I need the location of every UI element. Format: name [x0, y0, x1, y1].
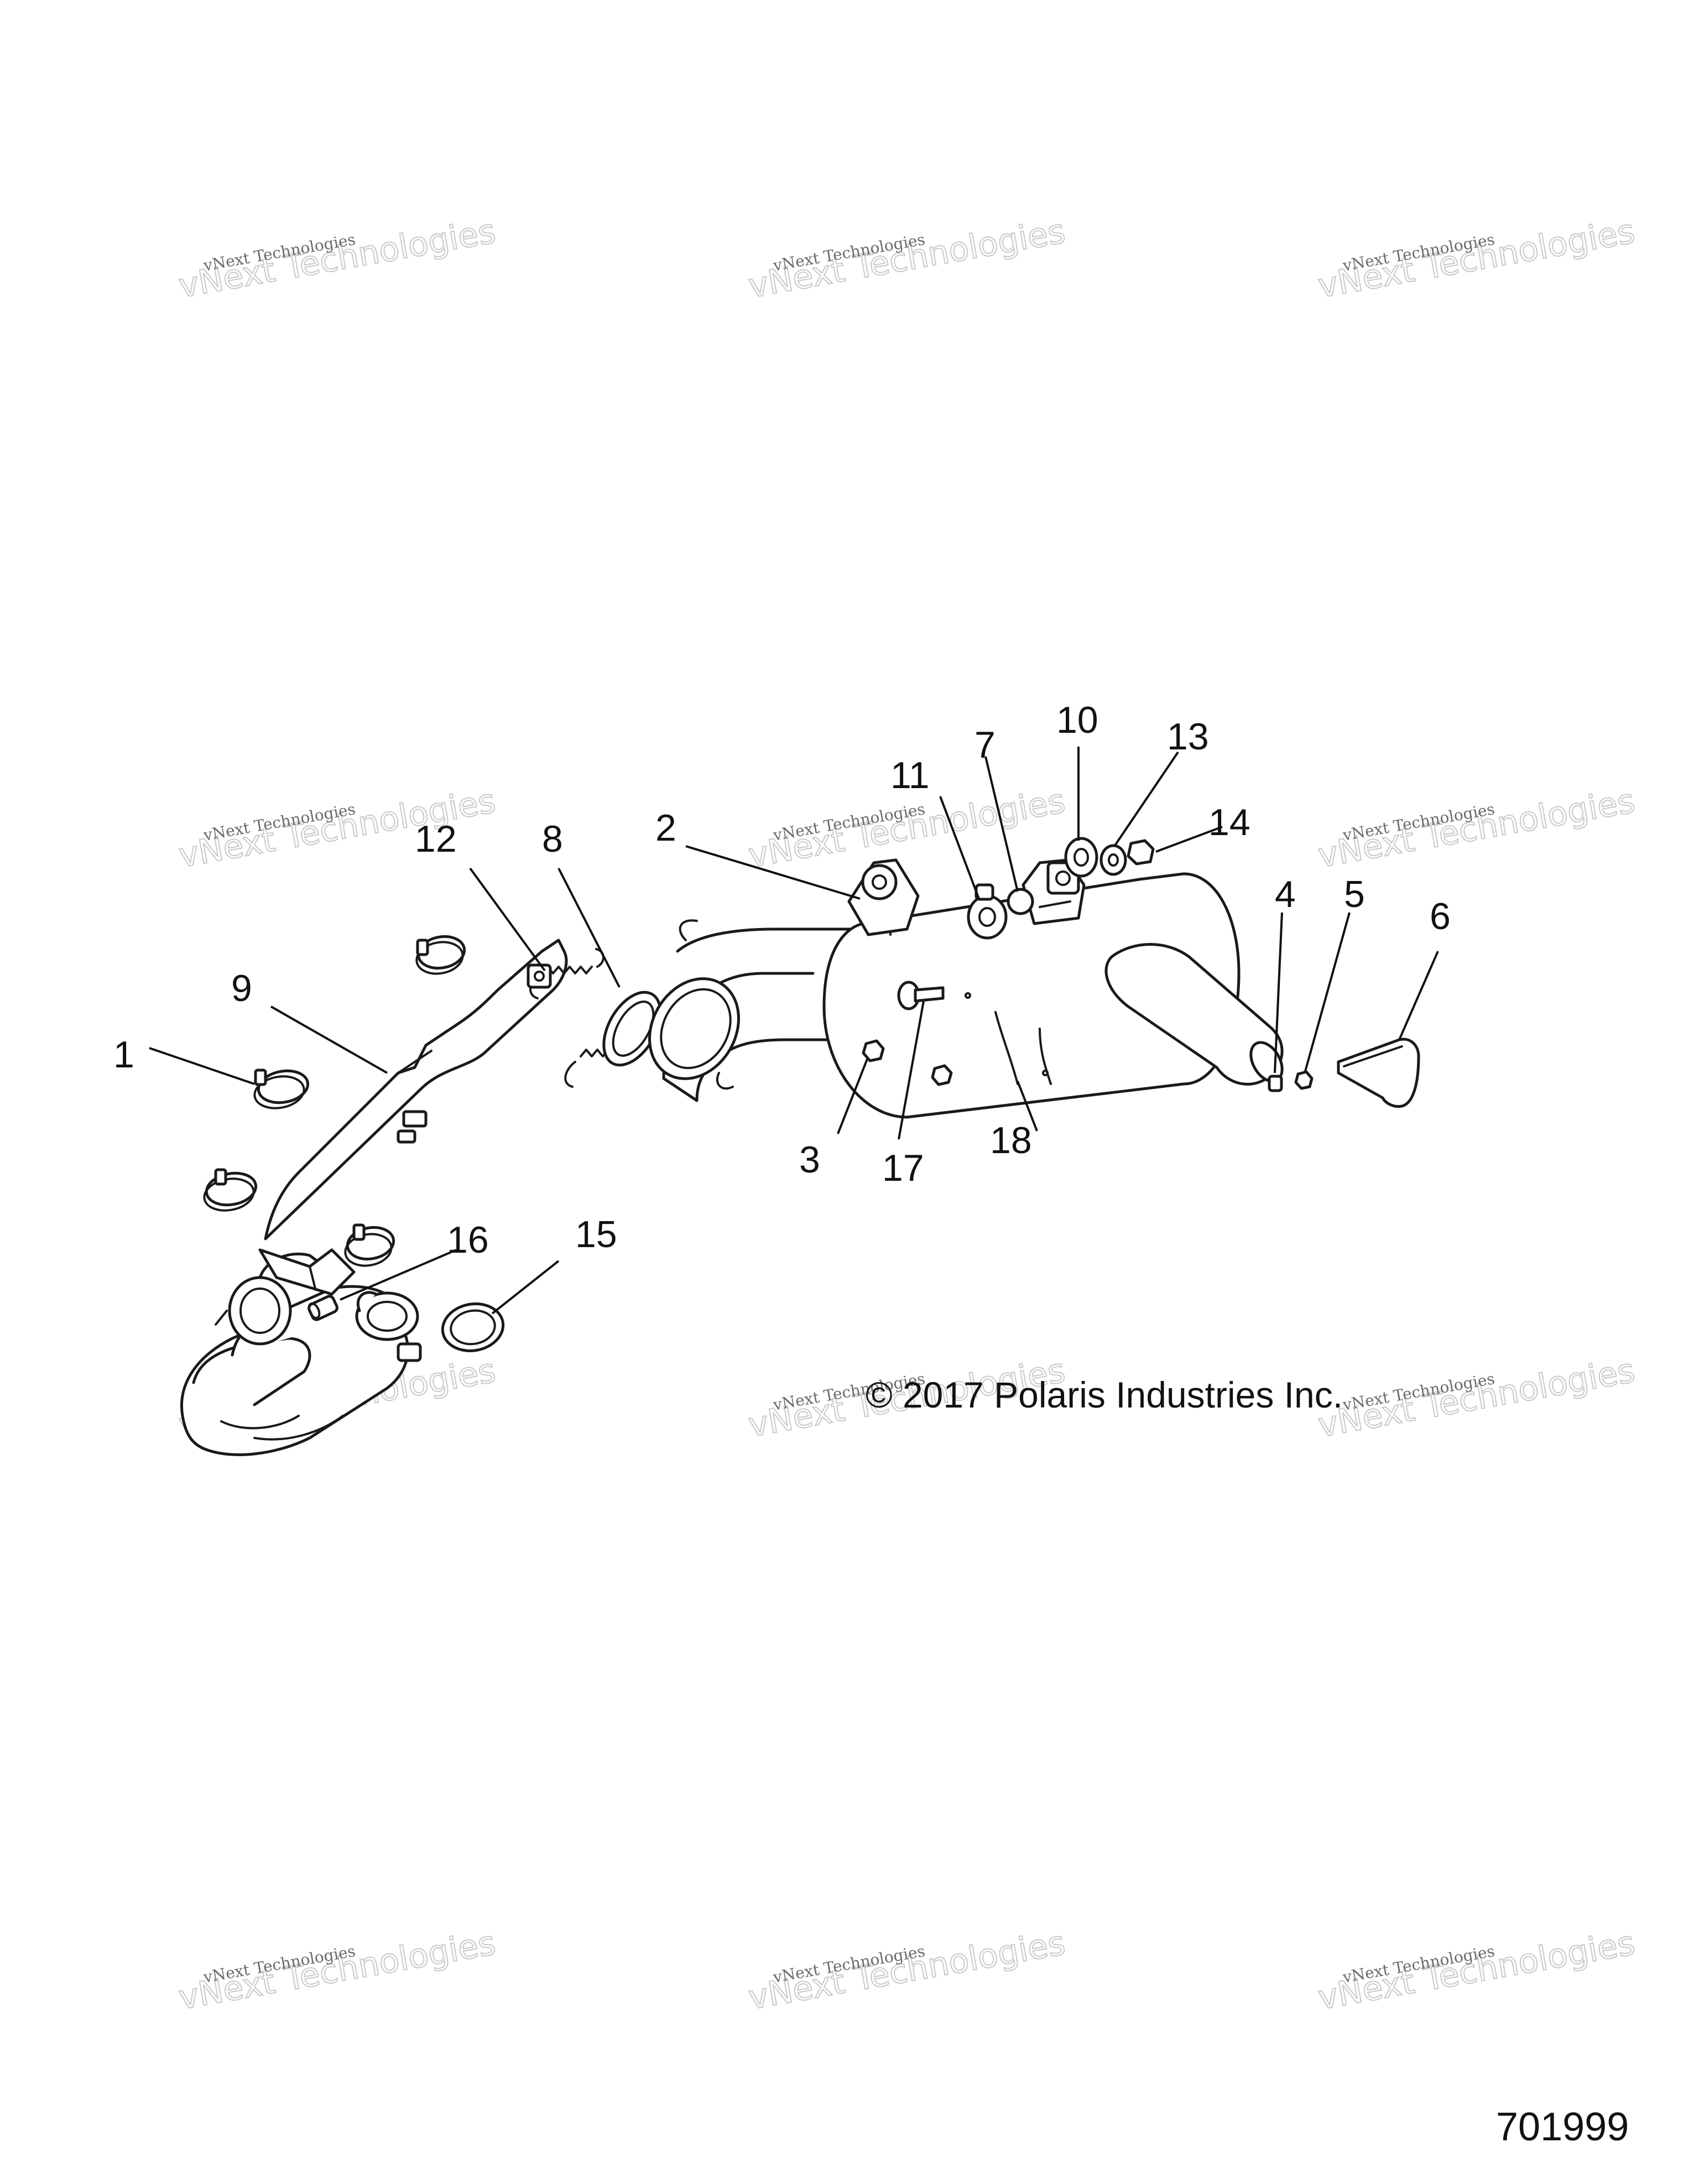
- leader-line-6: [1398, 951, 1439, 1040]
- mounting-bolt: [897, 981, 945, 1010]
- clamp: [415, 935, 466, 975]
- watermark: vNext Technologies vNext Technologies: [745, 1923, 1069, 2018]
- callout-labels: 1 2 3 4 5 6 7 8 9 10 11 12 13 14 15 16 1…: [113, 699, 1451, 1261]
- gasket: [441, 1302, 505, 1352]
- callout-9: 9: [231, 967, 252, 1009]
- washer: [1099, 844, 1127, 876]
- muffler-assembly: [648, 858, 1284, 1119]
- callout-5: 5: [1344, 873, 1365, 915]
- watermark: vNext Technologies vNext Technologies: [1315, 781, 1638, 876]
- watermark: vNext Technologies vNext Technologies: [175, 211, 499, 306]
- callout-18: 18: [990, 1119, 1032, 1161]
- watermark: vNext Technologies vNext Technologies: [1315, 1351, 1638, 1446]
- parts-layer: [180, 837, 1420, 1456]
- clamp: [203, 1168, 258, 1212]
- watermark: vNext Technologies vNext Technologies: [1315, 211, 1638, 306]
- leader-line-5: [1304, 912, 1351, 1072]
- leader-line-1: [149, 1047, 255, 1085]
- callout-3: 3: [799, 1139, 820, 1181]
- callout-13: 13: [1167, 716, 1209, 758]
- lock-nut: [1294, 1070, 1314, 1090]
- callout-1: 1: [113, 1034, 134, 1076]
- leader-line-15: [491, 1260, 560, 1315]
- spring-bracket: [527, 963, 552, 989]
- header-inlet-port: [228, 1276, 292, 1346]
- flange-nut: [1127, 839, 1155, 866]
- bolt: [308, 1295, 338, 1321]
- leader-line-9: [270, 1005, 388, 1074]
- leader-line-4: [1274, 912, 1283, 1073]
- leader-line-16: [340, 1249, 457, 1301]
- hex-nut: [931, 1064, 953, 1086]
- callout-6: 6: [1430, 895, 1451, 937]
- leader-line-14: [1155, 826, 1223, 853]
- spacer: [1007, 888, 1034, 915]
- callout-12: 12: [415, 818, 457, 860]
- leader-line-3: [837, 1059, 868, 1134]
- isolator: [1064, 837, 1098, 878]
- screw: [1268, 1075, 1283, 1092]
- clamp: [253, 1068, 310, 1109]
- heat-shield: [258, 939, 568, 1296]
- callout-4: 4: [1275, 873, 1296, 915]
- grommet: [967, 894, 1008, 940]
- watermark: vNext Technologies vNext Technologies: [745, 211, 1069, 306]
- exhaust-tip: [1337, 1038, 1420, 1108]
- leader-line-8: [557, 868, 621, 988]
- callout-17: 17: [882, 1147, 924, 1189]
- callout-8: 8: [542, 818, 563, 860]
- callout-16: 16: [447, 1219, 489, 1261]
- hex-nut: [862, 1039, 885, 1062]
- watermark: vNext Technologies vNext Technologies: [1315, 1923, 1638, 2018]
- leader-line-11: [939, 796, 980, 899]
- leader-line-2: [685, 845, 861, 900]
- callout-7: 7: [974, 724, 996, 766]
- leader-line-12: [469, 867, 546, 972]
- callout-14: 14: [1208, 801, 1250, 843]
- leader-line-18: [1017, 1081, 1038, 1132]
- leader-line-17: [898, 1000, 925, 1140]
- clamp: [344, 1223, 395, 1267]
- callout-10: 10: [1056, 699, 1098, 741]
- leader-line-7: [984, 756, 1019, 892]
- leader-line-13: [1113, 751, 1179, 847]
- copyright-notice: © 2017 Polaris Industries Inc.: [866, 1374, 1343, 1415]
- callout-15: 15: [575, 1213, 617, 1255]
- watermark: vNext Technologies vNext Technologies: [175, 1923, 499, 2018]
- callout-2: 2: [655, 807, 676, 849]
- header-outlet-port: [355, 1291, 419, 1341]
- document-number: 701999: [1496, 2105, 1629, 2149]
- leader-lines: [149, 747, 1439, 1315]
- callout-11: 11: [890, 754, 930, 796]
